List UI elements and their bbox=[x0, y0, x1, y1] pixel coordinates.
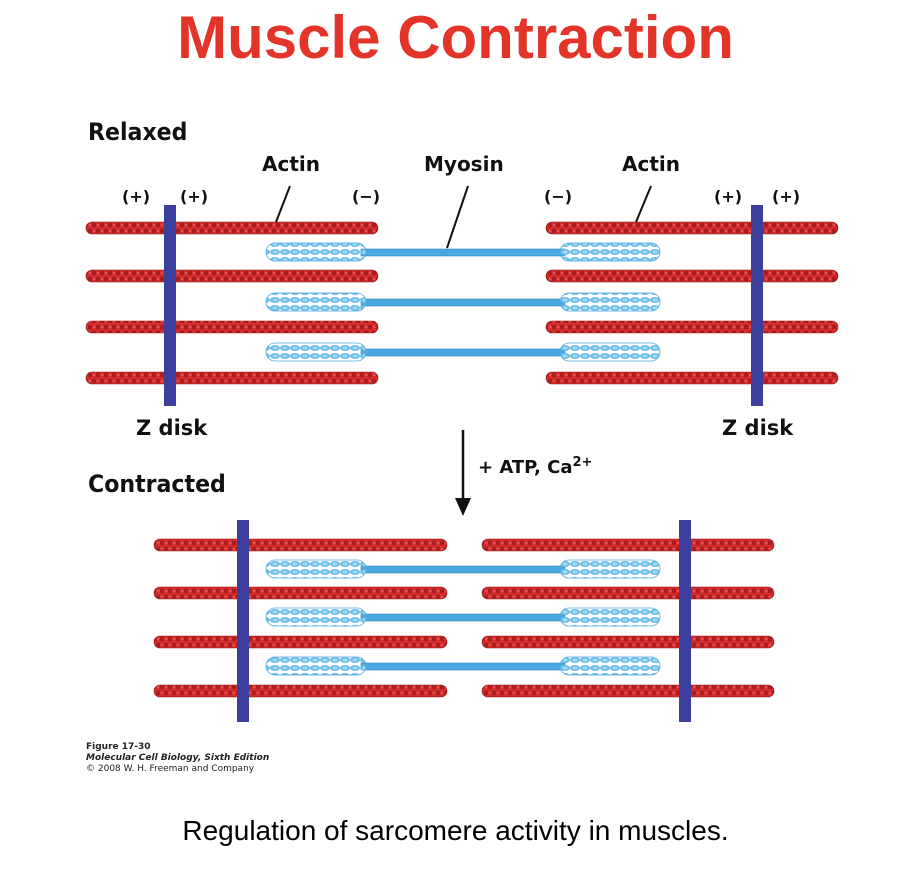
actin-right-pointer bbox=[635, 185, 652, 223]
actin-filament bbox=[85, 221, 379, 235]
myosin-heads bbox=[265, 607, 367, 627]
myosin-heads bbox=[559, 607, 661, 627]
transition-text: + ATP, Ca bbox=[478, 457, 573, 478]
actin-filament bbox=[545, 371, 839, 385]
actin-filament bbox=[545, 269, 839, 283]
myosin-label: Myosin bbox=[424, 152, 504, 176]
z-disk bbox=[164, 205, 176, 406]
myosin-heads bbox=[265, 559, 367, 579]
myosin-filament bbox=[265, 342, 661, 362]
myosin-filament bbox=[265, 559, 661, 579]
book-title: Molecular Cell Biology, Sixth Edition bbox=[86, 753, 270, 763]
actin-filament bbox=[85, 320, 379, 334]
actin-left-pointer bbox=[275, 185, 291, 223]
copyright: © 2008 W. H. Freeman and Company bbox=[86, 764, 255, 774]
myosin-pointer bbox=[446, 185, 469, 249]
actin-filament bbox=[545, 221, 839, 235]
calcium-charge: 2+ bbox=[572, 455, 593, 470]
actin-filament bbox=[153, 635, 448, 649]
actin-filament bbox=[85, 371, 379, 385]
z-disk bbox=[751, 205, 763, 406]
z-disk bbox=[679, 520, 691, 722]
relaxed-label: Relaxed bbox=[88, 118, 188, 146]
contracted-sarcomere bbox=[153, 520, 775, 722]
actin-filament bbox=[481, 635, 775, 649]
figure-credit: Figure 17-30 Molecular Cell Biology, Six… bbox=[86, 742, 269, 775]
actin-filament bbox=[85, 269, 379, 283]
actin-left-label: Actin bbox=[262, 152, 320, 176]
polarity-plus-4: (+) bbox=[772, 187, 801, 206]
actin-filament bbox=[153, 684, 448, 698]
myosin-heads bbox=[559, 656, 661, 676]
polarity-plus-1: (+) bbox=[122, 187, 151, 206]
myosin-heads bbox=[559, 242, 661, 262]
actin-filament bbox=[153, 586, 448, 600]
actin-filament bbox=[481, 538, 775, 552]
actin-right-label: Actin bbox=[622, 152, 680, 176]
actin-filament bbox=[481, 586, 775, 600]
caption: Regulation of sarcomere activity in musc… bbox=[182, 815, 729, 846]
myosin-heads bbox=[265, 292, 367, 312]
z-disk-right-label: Z disk bbox=[722, 416, 794, 440]
transition-label: + ATP, Ca2+ bbox=[478, 455, 592, 478]
relaxed-sarcomere bbox=[85, 205, 839, 406]
page-title: Muscle Contraction bbox=[177, 4, 734, 71]
actin-filament bbox=[481, 684, 775, 698]
myosin-heads bbox=[559, 559, 661, 579]
figure-number: Figure 17-30 bbox=[86, 742, 151, 752]
polarity-minus-1: (−) bbox=[352, 187, 381, 206]
myosin-filament bbox=[265, 656, 661, 676]
myosin-heads bbox=[265, 342, 367, 362]
actin-filament bbox=[153, 538, 448, 552]
contracted-label: Contracted bbox=[88, 470, 226, 498]
myosin-heads bbox=[559, 292, 661, 312]
polarity-plus-3: (+) bbox=[714, 187, 743, 206]
myosin-filament bbox=[265, 292, 661, 312]
polarity-plus-2: (+) bbox=[180, 187, 209, 206]
polarity-minus-2: (−) bbox=[544, 187, 573, 206]
myosin-heads bbox=[265, 656, 367, 676]
myosin-filament bbox=[265, 242, 661, 262]
transition-arrow bbox=[455, 430, 471, 516]
z-disk bbox=[237, 520, 249, 722]
z-disk-left-label: Z disk bbox=[136, 416, 208, 440]
myosin-heads bbox=[265, 242, 367, 262]
myosin-filament bbox=[265, 607, 661, 627]
myosin-heads bbox=[559, 342, 661, 362]
actin-filament bbox=[545, 320, 839, 334]
